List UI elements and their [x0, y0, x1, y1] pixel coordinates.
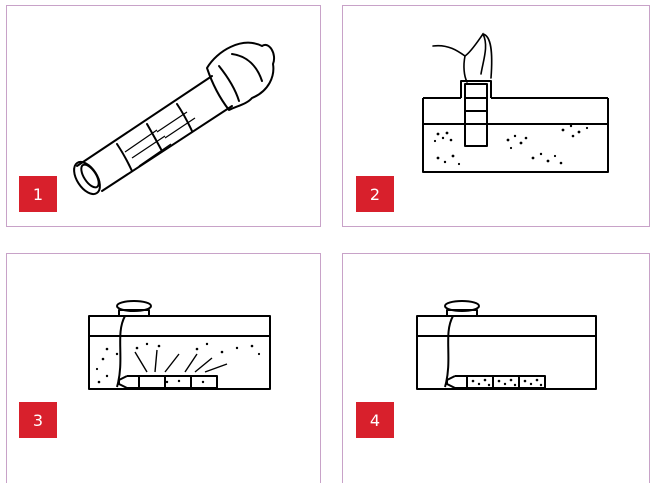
tank-filtered-icon: [343, 254, 651, 484]
step-2-panel: 2: [342, 5, 650, 227]
tank-water-spraying-icon: [7, 254, 322, 484]
step-number-badge: 1: [19, 176, 57, 212]
step-number-badge: 2: [356, 176, 394, 212]
step-3-panel: 3: [6, 253, 321, 483]
step-4-panel: 4: [342, 253, 650, 483]
step-1-panel: 1: [6, 5, 321, 227]
step-number-badge: 4: [356, 402, 394, 438]
step-number-badge: 3: [19, 402, 57, 438]
